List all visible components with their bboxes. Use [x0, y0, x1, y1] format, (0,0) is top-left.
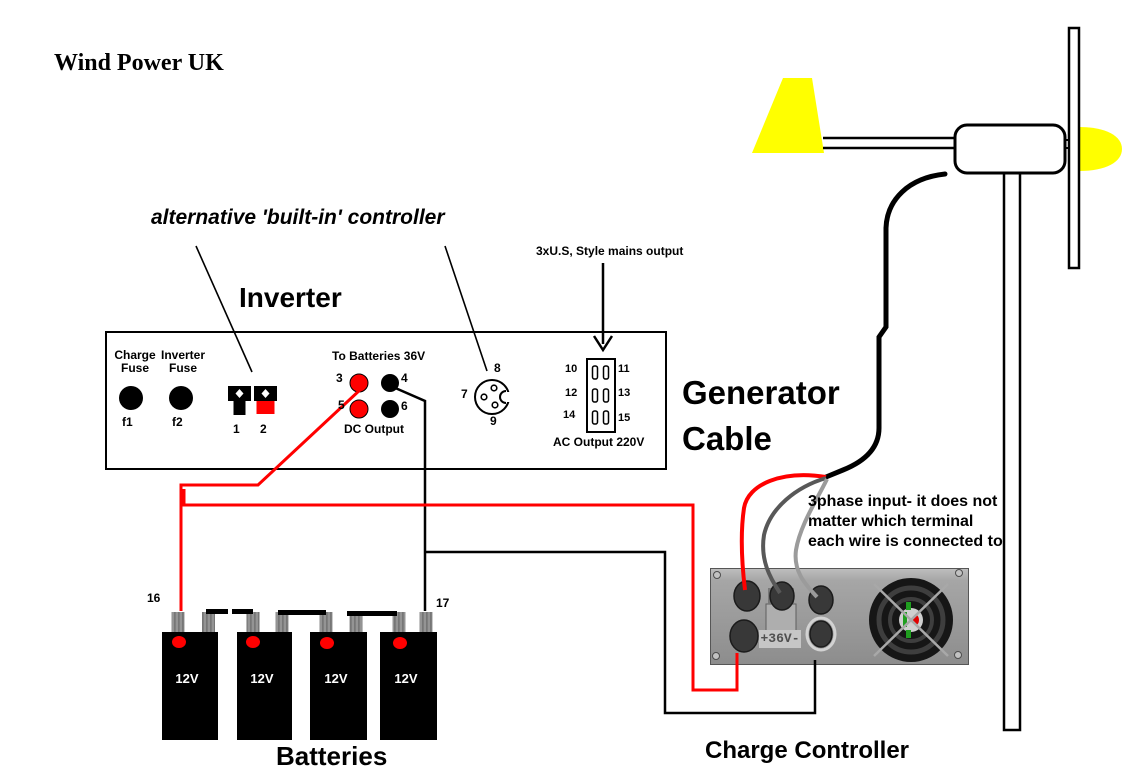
terminal-3-label: 3: [336, 371, 343, 385]
battery4-neg-post: [419, 612, 433, 632]
battery-2-voltage: 12V: [250, 671, 274, 686]
terminal-10-label: 10: [565, 363, 578, 375]
terminal-5-label: 5: [338, 398, 345, 412]
charge-controller-panel: [710, 568, 969, 665]
terminal-15-label: 15: [618, 412, 631, 424]
battery-3-voltage: 12V: [324, 671, 348, 686]
terminal-4-label: 4: [401, 371, 408, 385]
turbine-mast: [1002, 166, 1022, 732]
dc-output-label: DC Output: [344, 422, 404, 436]
ac-output-label: AC Output 220V: [553, 435, 645, 449]
terminal-11-label: 11: [618, 363, 630, 375]
inverter-title: Inverter: [239, 282, 342, 313]
turbine-hub-shaft: [1063, 139, 1070, 149]
fuse-f1-label: f1: [122, 415, 133, 429]
terminal-1-label: 1: [233, 422, 240, 436]
mains-output-note: 3xU.S, Style mains output: [536, 244, 684, 258]
controller-note: alternative 'built-in' controller: [151, 206, 445, 229]
three-phase-note: 3phase input- it does not matter which t…: [808, 493, 1003, 550]
battery-4: [380, 632, 437, 740]
batteries-label: Batteries: [276, 741, 388, 771]
battery-2: [237, 632, 292, 740]
terminal-6-label: 6: [401, 399, 408, 413]
turbine-tail-fin: [752, 78, 824, 153]
to-batteries-label: To Batteries 36V: [332, 349, 426, 363]
controller-voltage-display: +36V-: [759, 630, 801, 648]
terminal-8-label: 8: [494, 361, 501, 375]
terminal-7-label: 7: [461, 387, 468, 401]
turbine-nacelle: [953, 123, 1067, 175]
turbine-blade: [1067, 26, 1081, 270]
generator-cable-label: Generator Cable: [682, 374, 840, 457]
terminal-2-label: 2: [260, 422, 267, 436]
charge-fuse-label: Charge Fuse: [114, 348, 156, 375]
inverter-fuse-label: Inverter Fuse: [160, 348, 206, 375]
battery-4-voltage: 12V: [394, 671, 418, 686]
battery-neg-terminal-label: 17: [436, 596, 450, 610]
generator-cable-wire: [823, 171, 948, 480]
terminal-13-label: 13: [618, 387, 631, 399]
page-title: Wind Power UK: [54, 50, 224, 76]
battery-1-voltage: 12V: [175, 671, 199, 686]
battery1-pos-post: [171, 612, 185, 632]
battery-3: [310, 632, 367, 740]
turbine-tail-boom: [823, 136, 957, 150]
fuse-f2-label: f2: [172, 415, 183, 429]
terminal-12-label: 12: [565, 387, 578, 399]
battery-1: [162, 632, 218, 740]
battery-link-bars: [206, 609, 397, 616]
turbine-nose-cone: [1079, 127, 1122, 171]
terminal-14-label: 14: [563, 409, 576, 421]
terminal-9-label: 9: [490, 414, 497, 428]
charge-controller-label: Charge Controller: [705, 737, 910, 764]
battery-pos-terminal-label: 16: [147, 591, 161, 605]
